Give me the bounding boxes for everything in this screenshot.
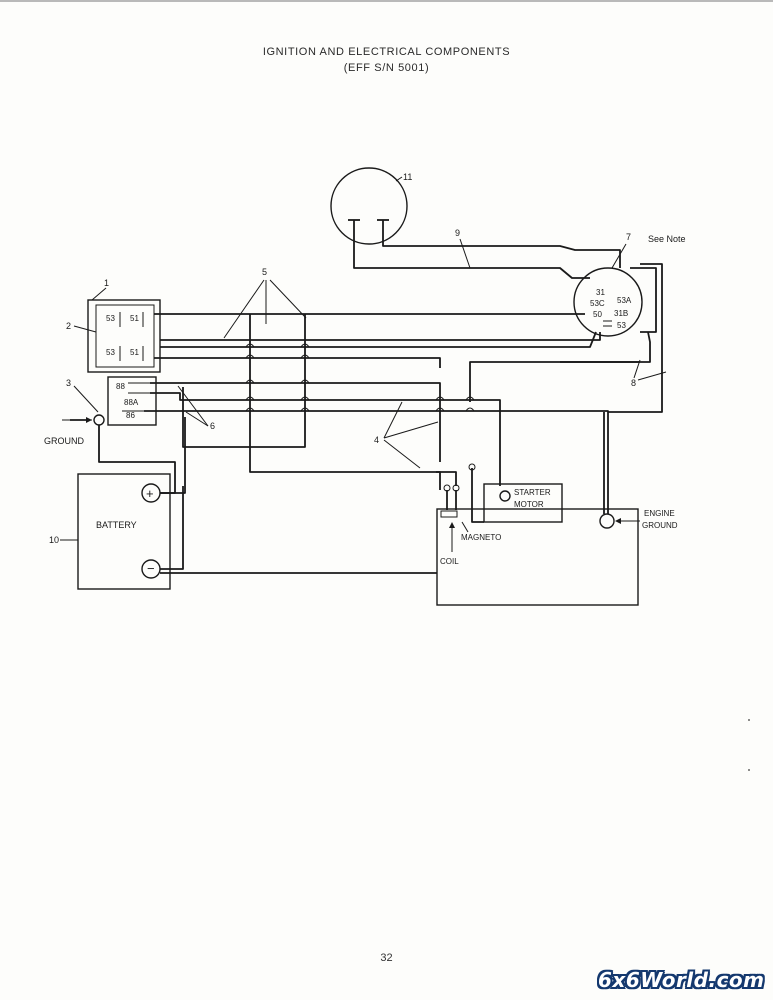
callout-8: 8: [631, 378, 636, 388]
switch-terminal-53c: 53C: [590, 299, 605, 308]
diagram-title: IGNITION AND ELECTRICAL COMPONENTS: [262, 46, 511, 58]
coil-terminal-b: [452, 484, 460, 492]
callout-11: 11: [403, 172, 412, 182]
callout-5: 5: [262, 267, 267, 277]
diagram-subtitle: (EFF S/N 5001): [343, 62, 430, 74]
relay3-terminal-86: 86: [126, 411, 135, 420]
ignition-switch-7: 31 53C 53A 50 31B 53: [573, 267, 643, 337]
relay3-terminal-88a: 88A: [124, 398, 139, 407]
battery-positive-terminal: +: [146, 486, 154, 501]
engine-label: ENGINE: [644, 509, 675, 518]
relay-box-3: 88 88A 86: [93, 376, 157, 426]
page-number: 32: [380, 952, 393, 964]
callout-1: 1: [104, 278, 109, 288]
callout-2: 2: [66, 321, 71, 331]
callout-3: 3: [66, 378, 71, 388]
switch-terminal-31b: 31B: [614, 309, 628, 318]
coil-label: COIL: [440, 557, 459, 566]
callout-7: 7: [626, 232, 631, 242]
magneto-label: MAGNETO: [461, 533, 501, 542]
gauge-11: [330, 167, 408, 245]
switch-terminal-53a: 53A: [617, 296, 632, 305]
switch-terminal-31: 31: [596, 288, 605, 297]
starter-label: STARTER: [514, 488, 551, 497]
coil-terminal-a: [443, 484, 451, 492]
relay-lower-terminal-51: 51: [130, 348, 139, 357]
switch-terminal-50: 50: [593, 310, 602, 319]
callout-6: 6: [210, 421, 215, 431]
relay-box-1: 53 51 53 51: [87, 299, 161, 373]
battery-10: + − BATTERY: [77, 473, 171, 590]
relay-upper-terminal-51: 51: [130, 314, 139, 323]
site-watermark: 6x6World.com: [598, 968, 765, 992]
wiring-harness: [70, 229, 663, 574]
ground-label: GROUND: [44, 436, 84, 446]
relay3-terminal-88: 88: [116, 382, 125, 391]
battery-negative-terminal: −: [147, 561, 155, 576]
magneto-terminal: [468, 463, 476, 471]
callout-10: 10: [49, 535, 59, 545]
callout-9: 9: [455, 228, 460, 238]
callout-4: 4: [374, 435, 379, 445]
battery-label: BATTERY: [96, 520, 137, 530]
engine-ground-label: GROUND: [642, 521, 678, 530]
engine-block: [436, 483, 639, 606]
see-note-label: See Note: [648, 234, 686, 244]
relay-lower-terminal-53: 53: [106, 348, 115, 357]
switch-terminal-53: 53: [617, 321, 626, 330]
motor-label: MOTOR: [514, 500, 544, 509]
relay-upper-terminal-53: 53: [106, 314, 115, 323]
wire-crossings: [245, 343, 475, 412]
